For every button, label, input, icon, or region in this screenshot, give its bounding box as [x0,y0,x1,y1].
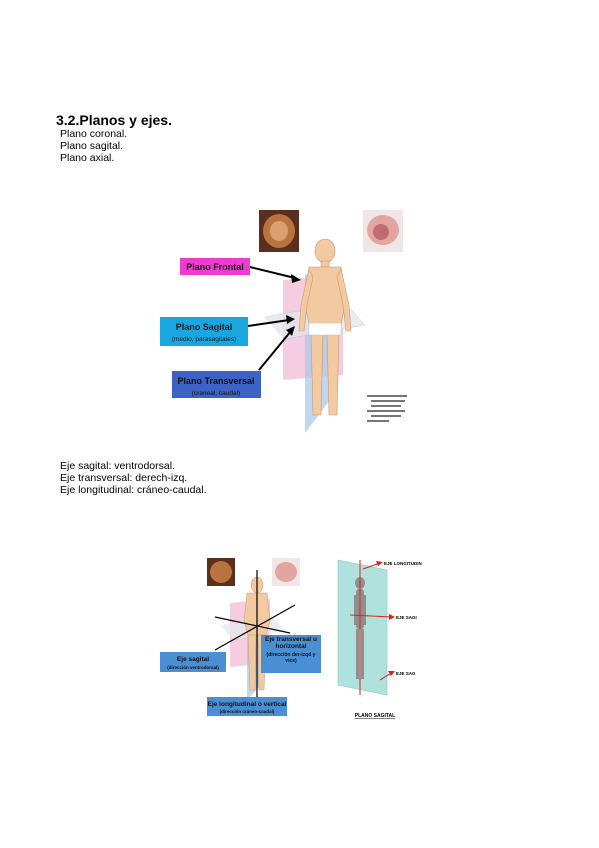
eje-sagital-tag-lower: EJE SAG [396,671,416,676]
brain-sagittal-image-small [272,558,300,586]
plano-transversal-label: Plano Transversal [177,376,254,386]
human-body-figure [298,238,352,416]
axes-list-item: Eje sagital: ventrodorsal. [60,460,175,472]
planes-list-item: Plano sagital. [60,140,124,152]
plano-sagital-sublabel: (medio, parasagitales) [172,336,236,343]
brain-sagittal-image [363,210,403,252]
axes-list: Eje sagital: ventrodorsal. Eje transvers… [60,460,207,496]
planes-list-item: Plano coronal. [60,128,128,140]
axes-list-item: Eje longitudinal: cráneo-caudal. [60,484,207,496]
eje-transversal-label: Eje transversal u horizontal [264,636,318,650]
plano-sagital-label: Plano Sagital [176,322,233,332]
eje-longitudinal-label: Eje longitudinal o vertical [208,701,287,708]
brain-coronal-image [259,210,299,252]
plano-transversal-sublabel: (craneal, caudal) [192,390,240,397]
eje-sagital-box [160,652,226,672]
plano-sagital-box [160,317,248,346]
loincloth [308,322,342,336]
planes-list-item: Plano axial. [60,152,115,164]
pointer-arrows [247,266,301,371]
plano-sagital-caption: PLANO SAGITAL [355,713,395,719]
section-title: 3.2.Planos y ejes. [56,112,172,128]
brain-coronal-image-small [207,558,235,586]
eje-longitudinal-sublabel: (dirección cráneo-caudal) [220,709,275,714]
plano-frontal-label: Plano Frontal [186,262,244,272]
eje-sagital-tag: EJE SAGI [396,615,417,620]
eje-transversal-sublabel: (dirección der-izqd y vice) [266,652,316,664]
eje-transversal-text: Eje transversal u horizontal (dirección … [264,636,318,664]
red-axis-arrows [349,560,395,695]
eje-sagital-sublabel: (dirección ventrodorsal) [167,665,219,670]
planes-list: Plano coronal. Plano sagital. Plano axia… [60,128,127,164]
eje-longitudinal-box [207,697,287,716]
figure-legend-text [367,395,407,422]
eje-sagital-label: Eje sagital [177,656,209,663]
eje-longitudinal-tag: EJE LONGITUDIN [384,561,422,566]
planes-figure: Plano Frontal Plano Sagital (medio, para… [160,210,407,433]
plano-frontal-box [180,258,250,275]
plano-transversal-box [172,371,261,398]
axes-figure: Eje sagital (dirección ventrodorsal) Eje… [160,558,422,719]
body-axis-lines [214,570,296,705]
eje-transversal-box [261,635,321,673]
axes-list-item: Eje transversal: derech-izq. [60,472,188,484]
